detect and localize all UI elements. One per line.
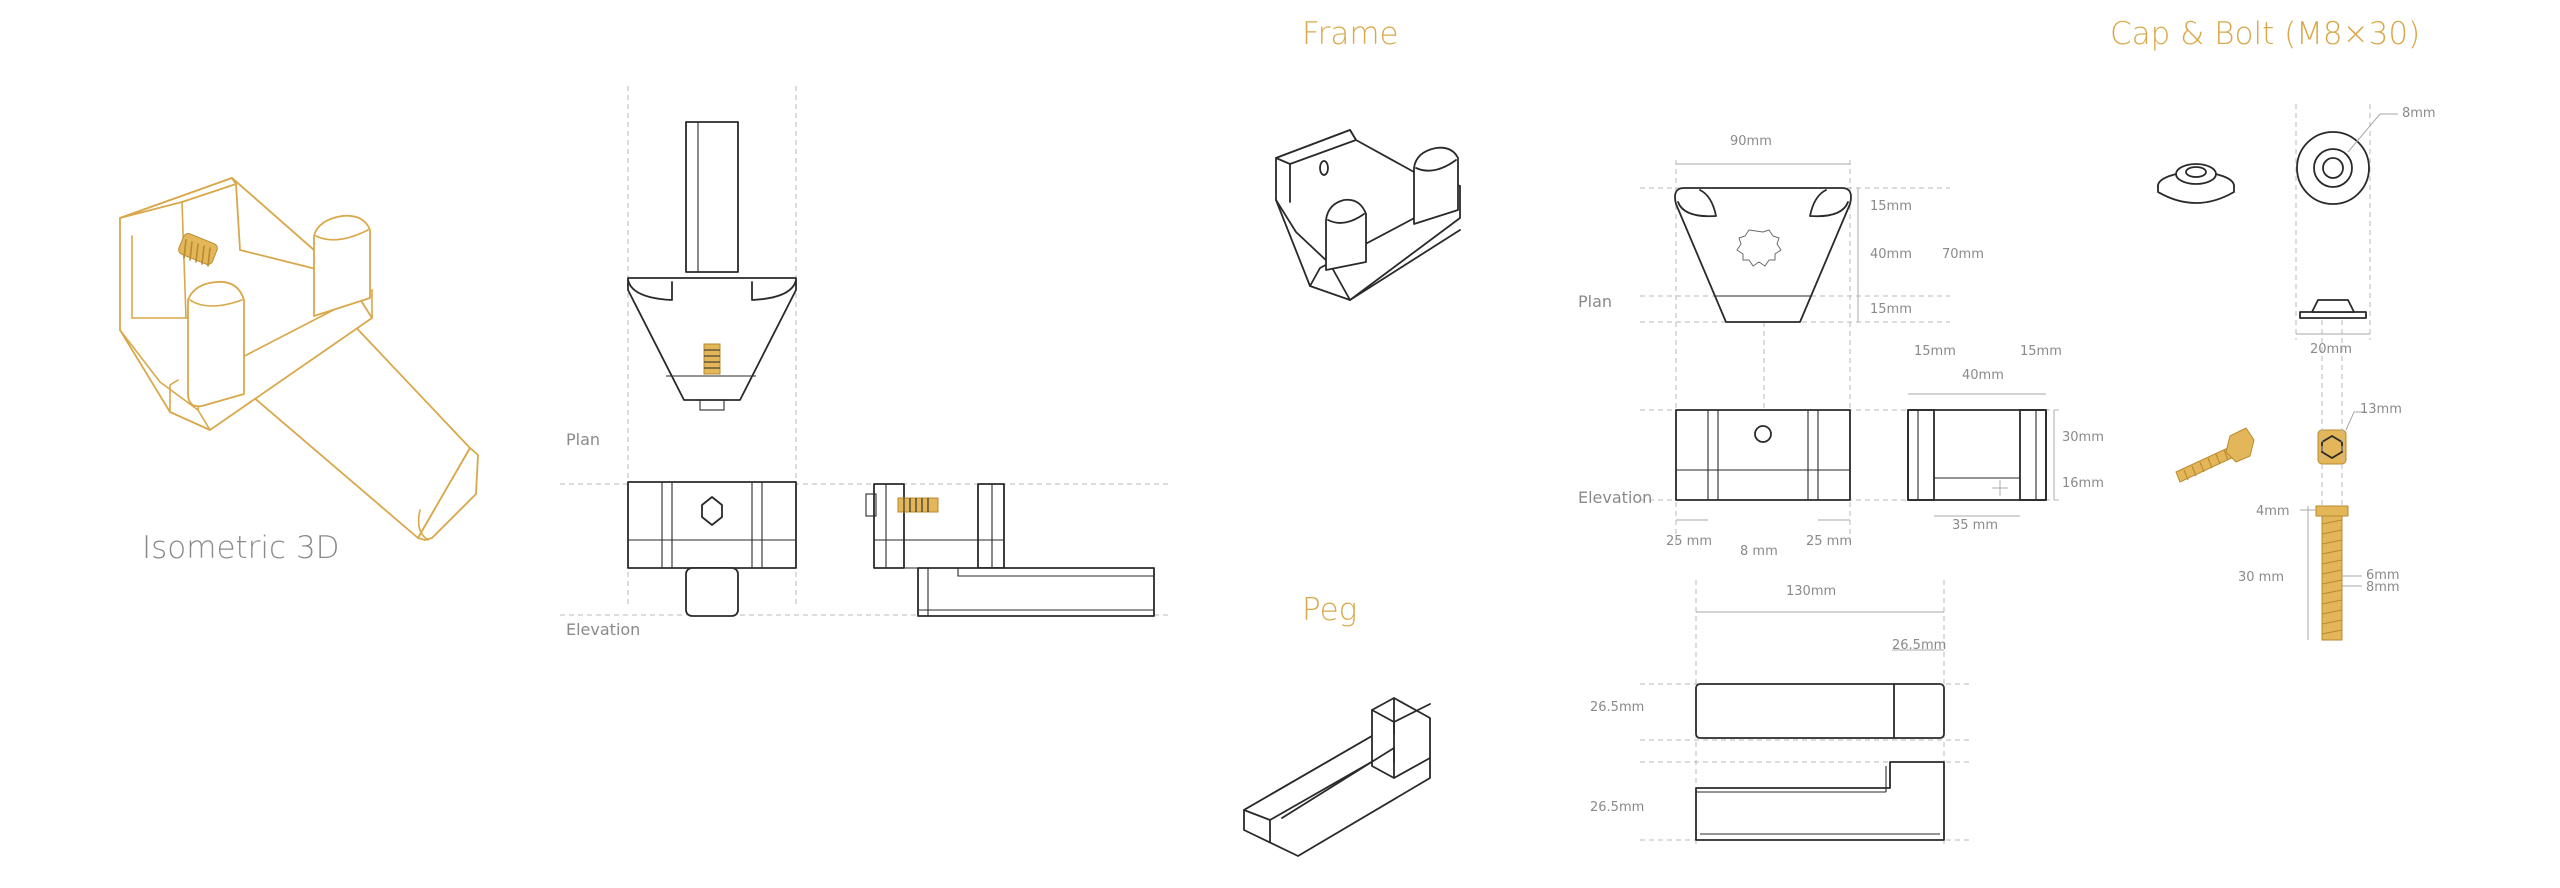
dim-25mm-right: 25 mm xyxy=(1806,534,1853,549)
dim-30mm: 30mm xyxy=(2062,430,2104,445)
dim-15mm-top: 15mm xyxy=(1870,199,1912,214)
frame-plan-elevation xyxy=(1640,160,2060,544)
dim-cap-20mm: 20mm xyxy=(2310,342,2352,357)
dim-side-15mm-left: 15mm xyxy=(1914,344,1956,359)
isometric-bolt-icon xyxy=(178,233,218,267)
dim-35mm: 35 mm xyxy=(1952,518,1999,533)
frame-isometric-view xyxy=(1275,129,1461,301)
dim-26-5mm-bottom: 26.5mm xyxy=(1590,800,1645,815)
dim-8mm: 8 mm xyxy=(1740,544,1778,559)
dim-40mm: 40mm xyxy=(1870,247,1912,262)
cap-bolt-drawings xyxy=(2157,104,2398,644)
dim-13mm: 13mm xyxy=(2360,402,2402,417)
dim-cap-8mm: 8mm xyxy=(2402,106,2436,121)
dim-26-5mm-top: 26.5mm xyxy=(1590,700,1645,715)
dim-90mm: 90mm xyxy=(1730,134,1772,149)
frame-section-title: Frame xyxy=(1302,16,1399,52)
dim-8mm-bolt: 8mm xyxy=(2366,580,2400,595)
dim-130mm: 130mm xyxy=(1786,584,1837,599)
dim-6mm: 6mm xyxy=(2366,568,2400,583)
dim-70mm: 70mm xyxy=(1942,247,1984,262)
dim-4mm: 4mm xyxy=(2256,504,2290,519)
isometric-label: Isometric 3D xyxy=(142,530,340,566)
frame-elevation-label: Elevation xyxy=(1578,488,1653,507)
dim-side-15mm-right: 15mm xyxy=(2020,344,2062,359)
plan-label: Plan xyxy=(566,430,601,449)
dim-16mm: 16mm xyxy=(2062,476,2104,491)
peg-plan-elevation xyxy=(1640,580,1970,844)
dim-15mm-bottom: 15mm xyxy=(1870,302,1912,317)
peg-section-title: Peg xyxy=(1302,592,1358,628)
bolt-isometric-icon xyxy=(2175,427,2255,483)
peg-isometric-view xyxy=(1243,697,1431,857)
frame-plan-label: Plan xyxy=(1578,292,1613,311)
dim-25mm-left: 25 mm xyxy=(1666,534,1713,549)
dim-26-5mm-end: 26.5mm xyxy=(1892,638,1947,653)
isometric-3d-view xyxy=(119,177,479,541)
cap-bolt-section-title: Cap & Bolt (M8×30) xyxy=(2110,16,2421,52)
dim-30mm-bolt: 30 mm xyxy=(2238,570,2285,585)
dim-side-40mm: 40mm xyxy=(1962,368,2004,383)
plan-elevation-assembly xyxy=(560,86,1168,617)
elevation-label: Elevation xyxy=(566,620,641,639)
